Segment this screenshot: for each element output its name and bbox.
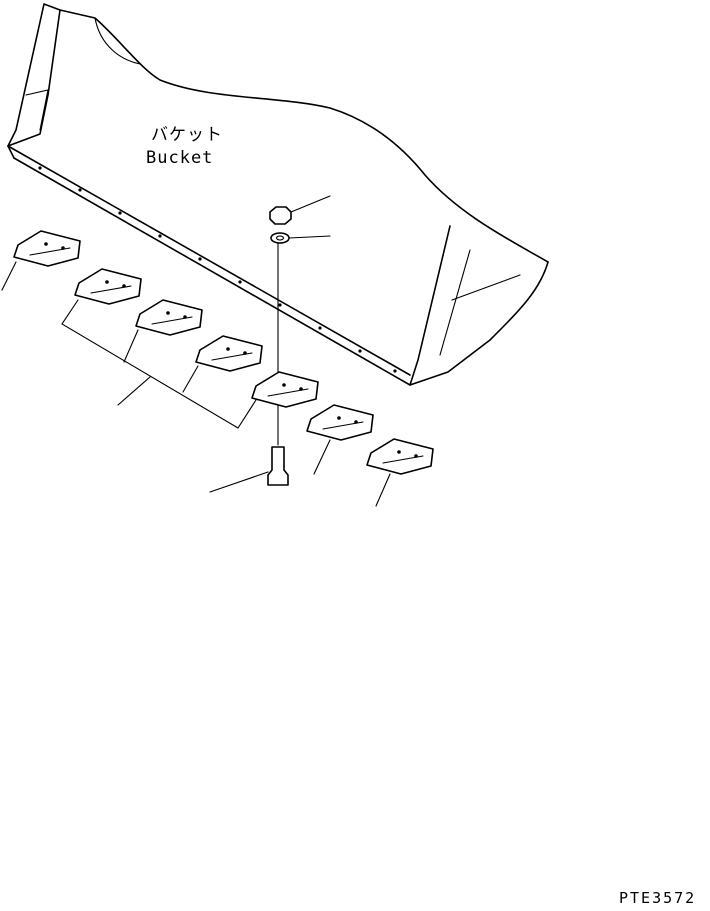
bolt-hole (318, 326, 322, 330)
bucket-label-japanese: バケット (151, 125, 223, 145)
bolt (267, 446, 289, 486)
wear-plate (366, 438, 434, 475)
leader-line (1, 261, 17, 291)
fastener-set (209, 195, 331, 493)
group-bracket-line (61, 299, 257, 429)
bucket-left-side-detail (25, 89, 49, 131)
wear-plate (195, 335, 263, 372)
wear-plates (13, 230, 434, 475)
bucket (7, 3, 549, 386)
wear-plate (74, 268, 142, 305)
bolt-hole (118, 211, 122, 215)
bucket-right-side-crease (451, 274, 521, 301)
washer (270, 232, 290, 244)
washer-hole (275, 235, 285, 241)
bucket-right-side-detail (439, 249, 471, 356)
bolt-hole (238, 280, 242, 284)
bucket-label-english: Bucket (146, 148, 214, 168)
bucket-right-side-plate (409, 225, 549, 386)
group-leader-line (117, 376, 151, 406)
bolt-hole (393, 369, 397, 373)
bucket-left-side-plate (7, 3, 61, 147)
bolt-hole (38, 166, 42, 170)
bolt-hole (158, 234, 162, 238)
bolt-hole (198, 257, 202, 261)
wear-plate (13, 230, 81, 267)
bolt-hole (278, 303, 282, 307)
nut (269, 206, 292, 225)
leader-line (182, 365, 199, 393)
bucket-cutting-edge-top (7, 145, 411, 376)
leader-line (375, 473, 391, 507)
washer-leader-line (288, 235, 331, 239)
wear-plate (251, 371, 319, 408)
leader-lines (1, 261, 391, 507)
cutting-edge-bolt-holes (38, 166, 397, 373)
bolt-hole (78, 188, 82, 192)
bolt-leader-line (209, 471, 269, 493)
bucket-cutting-edge-bottom (13, 157, 411, 386)
bucket-cutting-edge-end (7, 145, 15, 159)
bucket-back-edge (59, 9, 549, 263)
bucket-inner-curve (94, 17, 141, 65)
drawing-code: PTE3572 (619, 889, 697, 907)
bolt-hole (358, 349, 362, 353)
leader-line (313, 439, 331, 475)
leader-line (123, 329, 139, 363)
wear-plate (135, 299, 203, 336)
wear-plate (306, 404, 374, 441)
nut-leader-line (290, 195, 331, 213)
